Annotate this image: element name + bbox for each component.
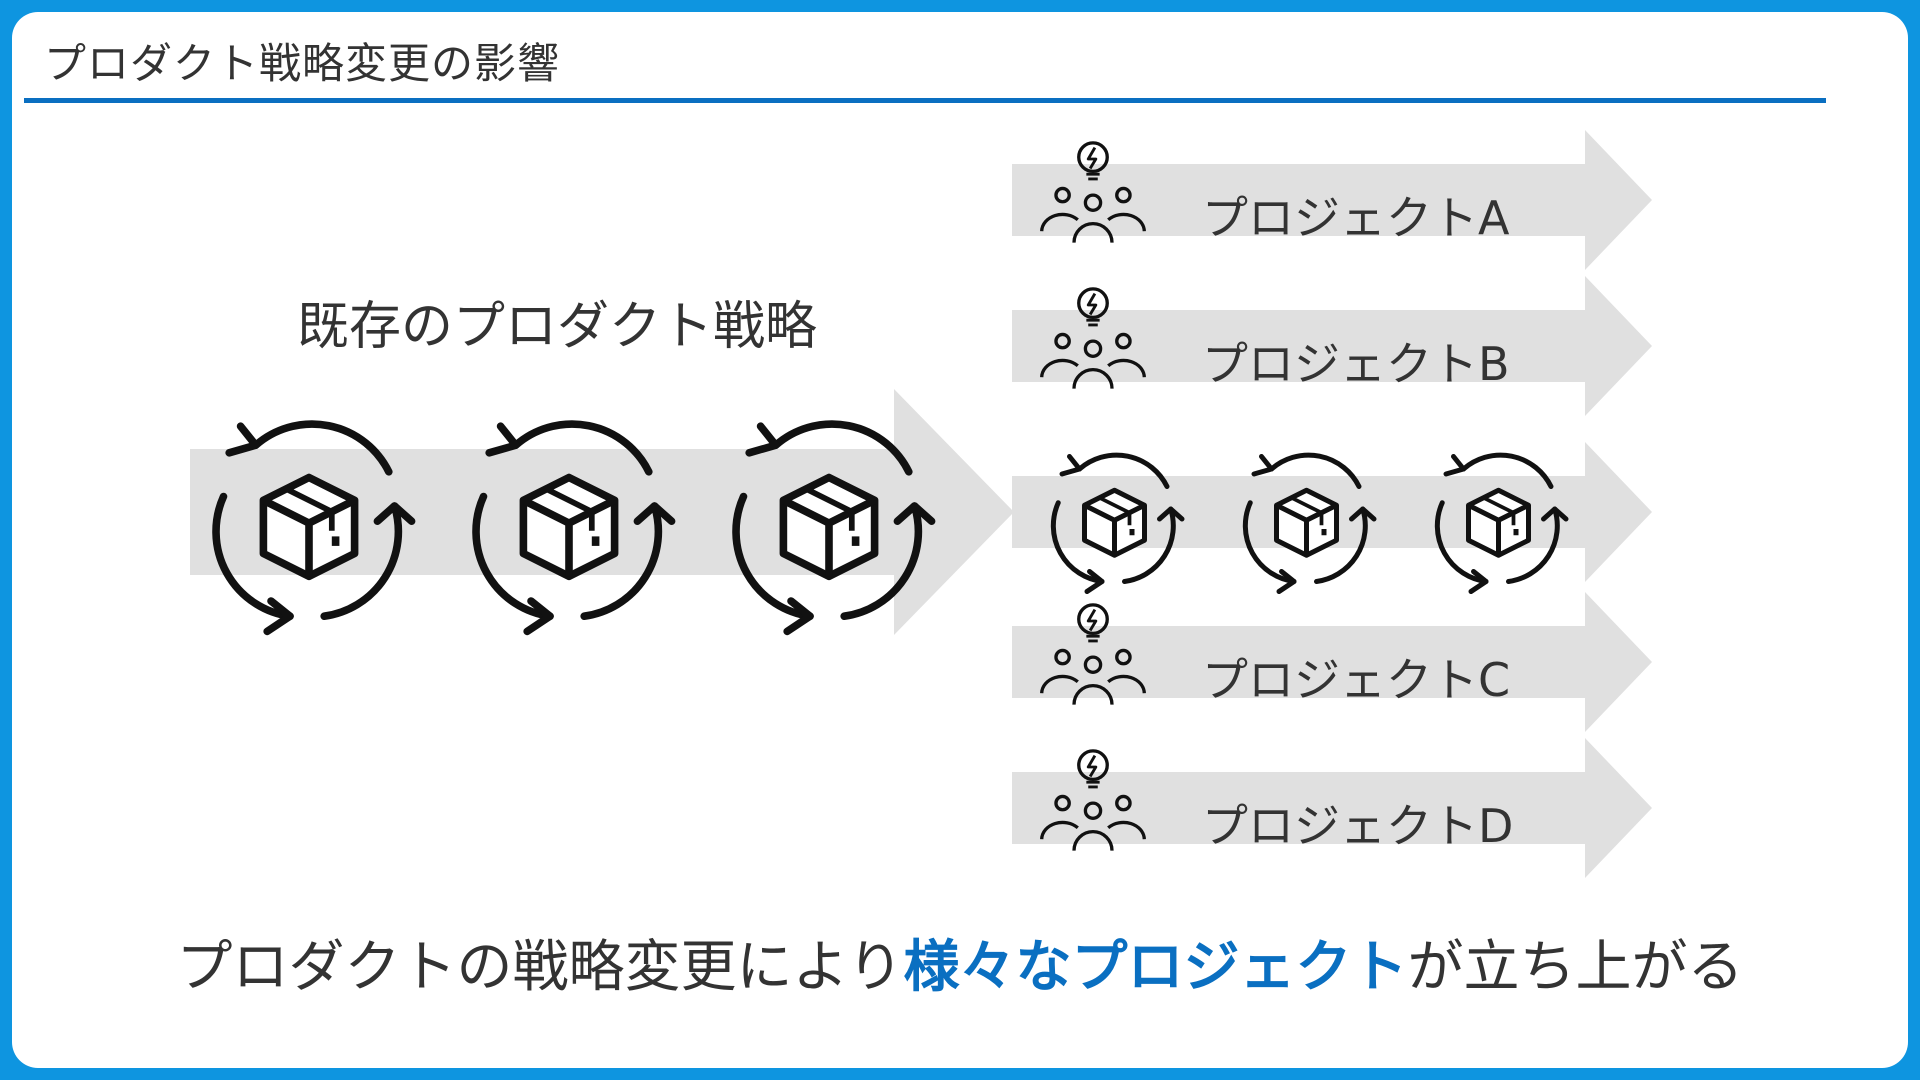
project-d-label: プロジェクトD xyxy=(1202,799,1514,853)
existing-strategy-label: 既存のプロダクト戦略 xyxy=(297,297,818,357)
project-a-arrow xyxy=(1012,130,1652,270)
slide: プロダクト戦略変更の影響 xyxy=(12,12,1908,1068)
summary-highlight: 様々なプロジェクト xyxy=(903,935,1408,1000)
project-a-label: プロジェクトA xyxy=(1202,191,1510,245)
page-title: プロダクト戦略変更の影響 xyxy=(44,39,561,88)
project-b-arrow xyxy=(1012,276,1652,416)
project-d-arrow xyxy=(1012,738,1652,878)
summary-text: プロダクトの戦略変更により様々なプロジェクトが立ち上がる xyxy=(12,922,1908,1003)
project-c-arrow xyxy=(1012,592,1652,732)
project-c-label: プロジェクトC xyxy=(1202,653,1511,707)
project-b-label: プロジェクトB xyxy=(1202,337,1510,391)
diagram xyxy=(190,130,1652,878)
title-divider xyxy=(24,98,1826,103)
summary-after: が立ち上がる xyxy=(1407,935,1744,1000)
summary-before: プロダクトの戦略変更により xyxy=(176,935,904,1000)
